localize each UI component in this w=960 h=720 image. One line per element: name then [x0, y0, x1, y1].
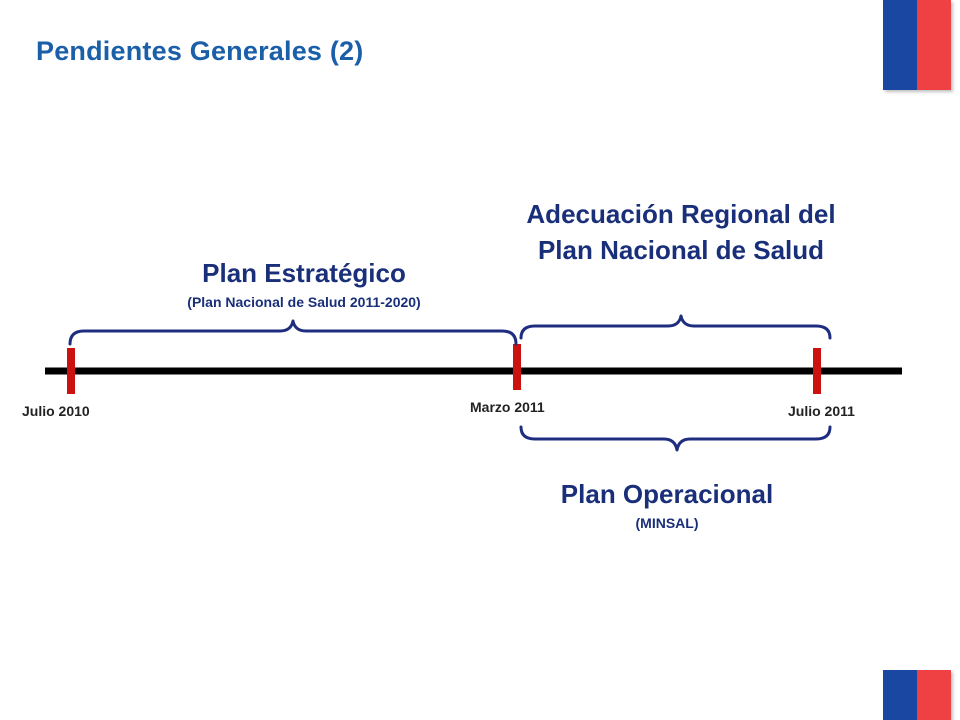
marker-julio-2011: [813, 348, 821, 394]
flag-red-stripe: [917, 0, 951, 90]
flag-logo-bottom: [883, 670, 951, 720]
date-julio-2011: Julio 2011: [788, 403, 855, 419]
flag-blue-stripe: [883, 0, 917, 90]
flag-logo-top: [883, 0, 951, 90]
brace-adecuacion-regional: [519, 314, 832, 340]
date-julio-2010: Julio 2010: [22, 403, 90, 419]
brace-plan-estrategico: [68, 319, 518, 346]
date-marzo-2011: Marzo 2011: [470, 399, 545, 415]
brace-plan-operacional: [519, 425, 832, 452]
slide-title: Pendientes Generales (2): [36, 36, 364, 66]
marker-julio-2010: [67, 348, 75, 394]
flag-blue-stripe: [883, 670, 917, 720]
adecuacion-regional-line1: Adecuación Regional del: [526, 199, 836, 229]
adecuacion-regional-line2: Plan Nacional de Salud: [537, 235, 825, 265]
flag-red-stripe: [917, 670, 951, 720]
marker-marzo-2011: [513, 344, 521, 390]
plan-operacional-title: Plan Operacional: [560, 479, 774, 509]
plan-estrategico-title: Plan Estratégico: [202, 258, 406, 288]
plan-estrategico-subtitle: (Plan Nacional de Salud 2011-2020): [187, 294, 421, 310]
plan-operacional-subtitle: (MINSAL): [635, 515, 699, 531]
